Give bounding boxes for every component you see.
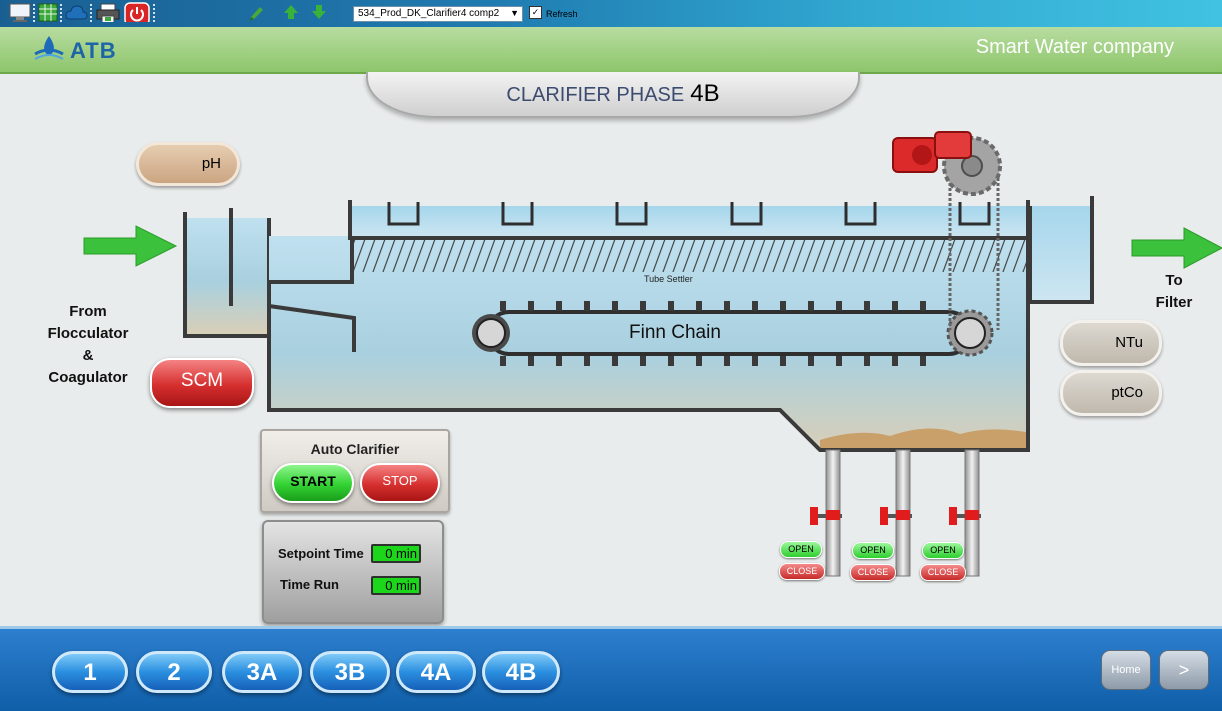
launder-troughs: [387, 202, 991, 226]
source-label: From Flocculator & Coagulator: [40, 301, 136, 389]
pencil-icon[interactable]: [248, 2, 266, 22]
next-button[interactable]: >: [1159, 650, 1209, 690]
source-label-line: Coagulator: [48, 369, 128, 386]
nav-button-2[interactable]: 2: [136, 651, 212, 693]
refresh-checkbox[interactable]: ✓: [529, 6, 542, 19]
setpoint-time-label: Setpoint Time: [278, 546, 364, 561]
time-run-value: 0 min: [371, 576, 421, 595]
atb-logo-icon: [34, 36, 64, 60]
auto-clarifier-title: Auto Clarifier: [310, 441, 400, 457]
stop-label: STOP: [382, 473, 418, 488]
arrow-down-icon[interactable]: [310, 2, 328, 22]
ntu-label: NTu: [1115, 334, 1143, 351]
ntu-indicator[interactable]: NTu: [1060, 320, 1162, 366]
toolbar-separator: [90, 4, 92, 22]
source-label-line: From: [69, 303, 107, 320]
footer-nav: 1 2 3A 3B 4A 4B Home >: [0, 626, 1222, 711]
company-name: Smart Water company: [975, 36, 1174, 58]
outlet-chamber-water: [1030, 206, 1092, 302]
valve-3-open-button[interactable]: OPEN: [922, 542, 964, 559]
nav-button-3a[interactable]: 3A: [222, 651, 302, 693]
main-tank-water: [269, 236, 1028, 450]
ptco-indicator[interactable]: ptCo: [1060, 370, 1162, 416]
source-label-line: Flocculator: [47, 325, 129, 342]
arrow-up-icon[interactable]: [282, 2, 300, 22]
page-title-number: 4B: [690, 80, 720, 107]
top-toolbar: 534_Prod_DK_Clarifier4 comp2 ▼ ✓ Refresh: [0, 0, 1222, 27]
valve-1-open-button[interactable]: OPEN: [780, 541, 822, 558]
printer-icon[interactable]: [95, 2, 121, 22]
scm-label: SCM: [180, 370, 224, 391]
screen-select[interactable]: 534_Prod_DK_Clarifier4 comp2 ▼: [353, 6, 523, 22]
setpoint-time-field[interactable]: 0 min: [371, 544, 421, 563]
refresh-label: Refresh: [546, 9, 578, 19]
drive-motor: [892, 131, 972, 173]
outlet-arrow-icon: [1131, 227, 1222, 269]
time-run-label: Time Run: [280, 577, 339, 592]
chain-wheel-left: [472, 314, 510, 352]
nav-button-4b[interactable]: 4B: [482, 651, 560, 693]
page-title-label: CLARIFIER PHASE: [506, 84, 685, 106]
toolbar-separator: [60, 4, 62, 22]
start-label: START: [290, 473, 336, 489]
source-label-line: &: [82, 347, 94, 364]
valve-1-close-button[interactable]: CLOSE: [779, 563, 825, 580]
stop-button[interactable]: STOP: [360, 463, 440, 503]
valve-handles: [810, 507, 981, 525]
toolbar-separator: [153, 4, 155, 22]
nav-button-4a[interactable]: 4A: [396, 651, 476, 693]
scm-button[interactable]: SCM: [150, 358, 254, 408]
valve-2-open-button[interactable]: OPEN: [852, 542, 894, 559]
home-button[interactable]: Home: [1101, 650, 1151, 690]
inlet-chamber-water: [185, 218, 269, 334]
clarifier-diagram: [83, 131, 1222, 577]
monitor-icon[interactable]: [8, 2, 32, 22]
timer-panel: Setpoint Time 0 min Time Run 0 min: [262, 520, 444, 624]
chain-flights: [500, 301, 926, 366]
chain-wheel-right: [946, 309, 994, 357]
destination-label-line: Filter: [1155, 294, 1193, 311]
tube-settler-label: Tube Settler: [644, 274, 693, 284]
screen-select-value: 534_Prod_DK_Clarifier4 comp2: [358, 8, 500, 19]
power-icon[interactable]: [124, 2, 150, 22]
destination-label: To Filter: [1146, 270, 1202, 314]
nav-button-3b[interactable]: 3B: [310, 651, 390, 693]
ph-label: pH: [201, 155, 221, 172]
valve-3-close-button[interactable]: CLOSE: [920, 564, 966, 581]
ptco-label: ptCo: [1111, 384, 1143, 401]
tube-settler-media: [352, 240, 1028, 272]
finn-chain-label: Finn Chain: [629, 322, 721, 343]
ph-indicator[interactable]: pH: [136, 142, 240, 186]
toolbar-separator: [33, 4, 35, 22]
cloud-icon[interactable]: [64, 2, 88, 22]
nav-button-1[interactable]: 1: [52, 651, 128, 693]
inlet-arrow-icon: [83, 225, 178, 267]
sludge-layer: [820, 428, 1026, 450]
table-icon[interactable]: [37, 2, 59, 22]
auto-clarifier-panel: Auto Clarifier START STOP: [260, 429, 450, 513]
chevron-down-icon: ▼: [510, 8, 519, 18]
destination-label-line: To: [1165, 272, 1183, 289]
valve-2-close-button[interactable]: CLOSE: [850, 564, 896, 581]
logo-text: ATB: [70, 38, 117, 63]
start-button[interactable]: START: [272, 463, 354, 503]
